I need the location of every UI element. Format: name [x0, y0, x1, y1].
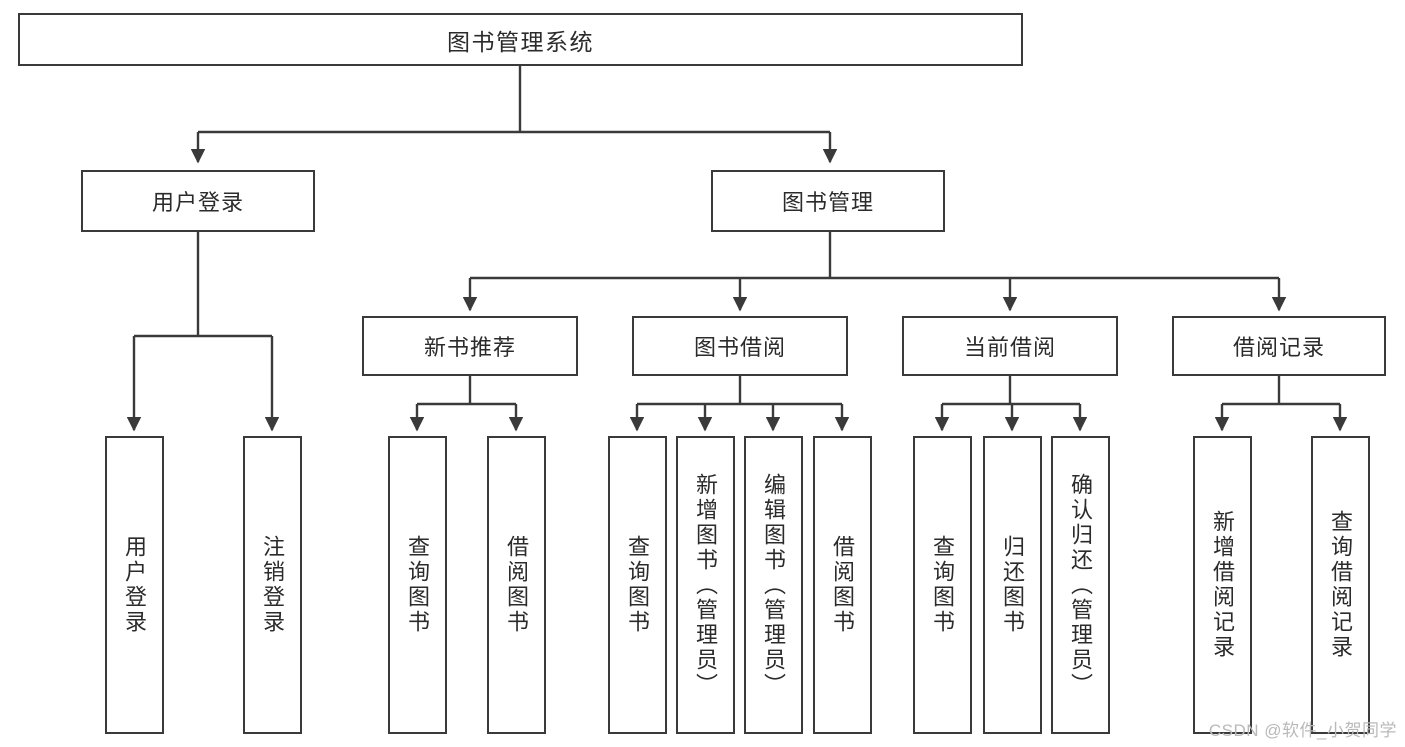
- leaf-borrow-borrow-book[interactable]: 借阅图书: [813, 436, 872, 734]
- leaf-current-return-book[interactable]: 归还图书: [983, 436, 1042, 734]
- leaf-user-logout[interactable]: 注销登录: [243, 436, 302, 734]
- node-book-borrow[interactable]: 图书借阅: [632, 316, 848, 376]
- leaf-borrow-add-book-admin[interactable]: 新增图书（管理员）: [676, 436, 735, 734]
- leaf-record-add-borrow-record[interactable]: 新增借阅记录: [1193, 436, 1252, 734]
- node-new-book-recommend[interactable]: 新书推荐: [362, 316, 578, 376]
- leaf-record-query-borrow-record[interactable]: 查询借阅记录: [1311, 436, 1370, 734]
- leaf-recommend-borrow-book[interactable]: 借阅图书: [487, 436, 546, 734]
- node-book-management[interactable]: 图书管理: [711, 170, 945, 232]
- node-borrow-record[interactable]: 借阅记录: [1172, 316, 1386, 376]
- csdn-watermark: CSDN @软件_小贺同学: [1208, 721, 1397, 740]
- leaf-user-login[interactable]: 用户登录: [105, 436, 164, 734]
- leaf-current-confirm-return-admin[interactable]: 确认归还（管理员）: [1051, 436, 1110, 734]
- leaf-borrow-query-book[interactable]: 查询图书: [608, 436, 667, 734]
- node-current-borrow[interactable]: 当前借阅: [902, 316, 1118, 376]
- node-user-login[interactable]: 用户登录: [81, 170, 315, 232]
- leaf-borrow-edit-book-admin[interactable]: 编辑图书（管理员）: [744, 436, 803, 734]
- leaf-current-query-book[interactable]: 查询图书: [913, 436, 972, 734]
- node-root-system[interactable]: 图书管理系统: [18, 13, 1023, 66]
- leaf-recommend-query-book[interactable]: 查询图书: [388, 436, 447, 734]
